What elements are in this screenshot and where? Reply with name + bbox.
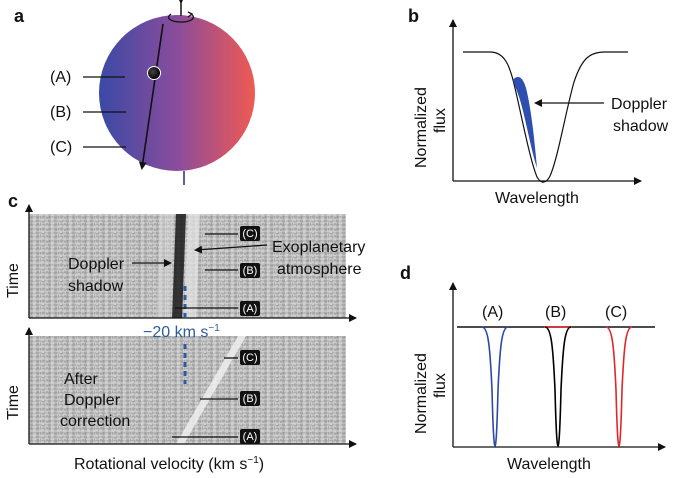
d-label-b: (B) bbox=[545, 304, 566, 321]
c-after-label-2: Doppler bbox=[64, 392, 121, 409]
c-tag-b-bottom: (B) bbox=[240, 391, 260, 406]
b-annotation-2: shadow bbox=[613, 118, 669, 135]
c-ylabel-bottom: Time bbox=[5, 385, 22, 420]
d-label-a: (A) bbox=[482, 304, 503, 321]
svg-text:(A): (A) bbox=[243, 303, 258, 315]
panel-c-letter: c bbox=[8, 191, 18, 211]
b-ylabel-1: Normalized bbox=[413, 87, 430, 168]
svg-text:(A): (A) bbox=[243, 431, 258, 443]
c-atmosphere-trace bbox=[176, 336, 246, 444]
b-doppler-shadow bbox=[513, 77, 537, 168]
c-after-label-1: After bbox=[64, 371, 98, 388]
d-line-a bbox=[481, 326, 509, 447]
d-label-c: (C) bbox=[605, 304, 627, 321]
panel-d: d (A) (B) (C) Normalized flux Wavelength bbox=[400, 263, 666, 473]
c-tag-a-top: (A) bbox=[240, 301, 260, 316]
c-doppler-label-1: Doppler bbox=[68, 256, 125, 273]
rotation-arrow-icon bbox=[167, 13, 195, 23]
svg-text:(C): (C) bbox=[242, 228, 257, 240]
c-velocity-label: −20 km s−1 bbox=[143, 323, 220, 341]
svg-text:(C): (C) bbox=[242, 352, 257, 364]
c-bottom-image bbox=[29, 336, 346, 444]
planet-disk bbox=[99, 15, 255, 171]
c-tag-c-top: (C) bbox=[240, 226, 260, 241]
c-tag-a-bottom: (A) bbox=[240, 429, 260, 444]
b-annotation-1: Doppler bbox=[611, 96, 668, 113]
b-xlabel: Wavelength bbox=[495, 190, 579, 207]
c-tag-c-bottom: (C) bbox=[240, 350, 260, 365]
c-doppler-shadow-trace bbox=[172, 214, 186, 318]
c-ylabel-top: Time bbox=[5, 263, 22, 298]
transit-path-arrow bbox=[138, 23, 164, 170]
c-exo-label-2: atmosphere bbox=[277, 261, 362, 278]
panel-c: c −20 km s−1 (C) bbox=[5, 191, 365, 473]
rotation-arrowhead-icon bbox=[187, 11, 194, 18]
panel-a: a (A) (B) (C) bbox=[14, 0, 255, 185]
label-c: (C) bbox=[50, 139, 72, 156]
d-ylabel-1: Normalized bbox=[413, 353, 430, 434]
label-b: (B) bbox=[50, 104, 71, 121]
panel-d-letter: d bbox=[400, 263, 411, 283]
d-line-c bbox=[605, 326, 633, 447]
c-exo-pointer bbox=[194, 244, 268, 254]
panel-a-letter: a bbox=[14, 6, 25, 26]
c-exo-label-1: Exoplanetary bbox=[272, 239, 365, 256]
c-after-label-3: correction bbox=[60, 413, 130, 430]
svg-text:(B): (B) bbox=[243, 265, 258, 277]
panel-b: b Doppler shadow Normalized flux Wavelen… bbox=[408, 6, 669, 207]
label-a: (A) bbox=[50, 69, 71, 86]
svg-text:(B): (B) bbox=[243, 393, 258, 405]
d-ylabel-2: flux bbox=[432, 373, 449, 398]
c-top-image bbox=[29, 214, 346, 318]
planet-dot-icon bbox=[147, 66, 161, 80]
d-line-b bbox=[544, 326, 572, 447]
b-ylabel-2: flux bbox=[432, 108, 449, 133]
c-xlabel: Rotational velocity (km s−1) bbox=[74, 455, 264, 473]
panel-b-letter: b bbox=[408, 6, 419, 26]
c-tag-b-top: (B) bbox=[240, 263, 260, 278]
c-doppler-label-2: shadow bbox=[68, 278, 124, 295]
b-absorption-line bbox=[463, 51, 628, 183]
d-xlabel: Wavelength bbox=[507, 456, 591, 473]
